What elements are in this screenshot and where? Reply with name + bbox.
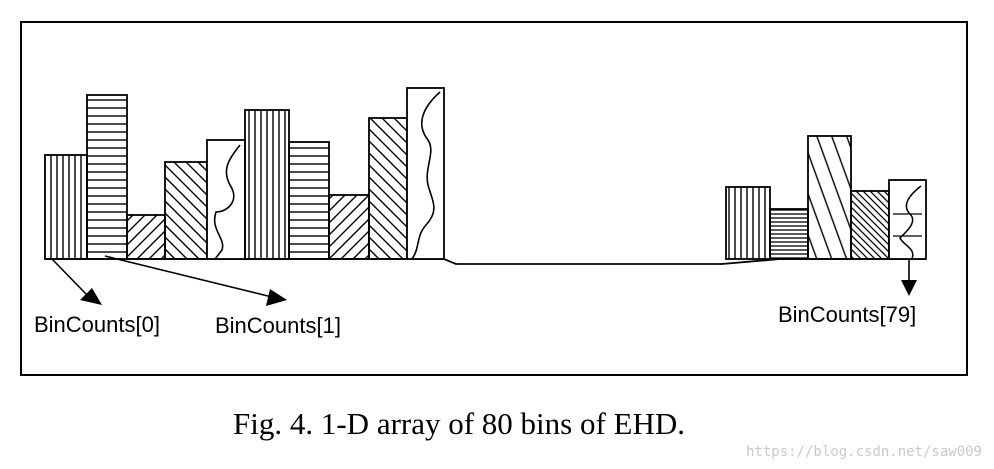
bin-1: [86, 94, 128, 260]
bin-4: [206, 139, 246, 260]
arrowhead-bin-0: [80, 288, 102, 305]
pointer-arrows: [51, 255, 917, 306]
bin-75: [725, 186, 771, 260]
bin-7: [328, 194, 370, 260]
bin-78: [850, 190, 890, 260]
arrow-bin-0: [51, 258, 89, 297]
bin-79: [888, 179, 927, 260]
bin-6: [288, 141, 330, 260]
bin-77: [807, 135, 852, 260]
bin-8: [368, 117, 408, 260]
arrowhead-bin-1: [266, 289, 287, 306]
figure-caption: Fig. 4. 1-D array of 80 bins of EHD.: [233, 406, 685, 441]
bin-5: [244, 109, 290, 260]
bin-0: [44, 154, 88, 260]
bins-left-group: [44, 87, 445, 260]
label-bincounts-79: BinCounts[79]: [778, 302, 916, 327]
label-bincounts-0: BinCounts[0]: [34, 312, 160, 337]
arrow-bin-1: [104, 255, 273, 298]
bin-3: [164, 161, 208, 260]
bin-76: [769, 208, 809, 260]
bin-9: [406, 87, 445, 260]
watermark-url: https://blog.csdn.net/saw009: [746, 444, 982, 460]
bin-2: [126, 214, 166, 260]
label-bincounts-1: BinCounts[1]: [215, 313, 341, 338]
bins-right-group: [725, 135, 927, 260]
arrowhead-bin-79: [901, 280, 917, 296]
